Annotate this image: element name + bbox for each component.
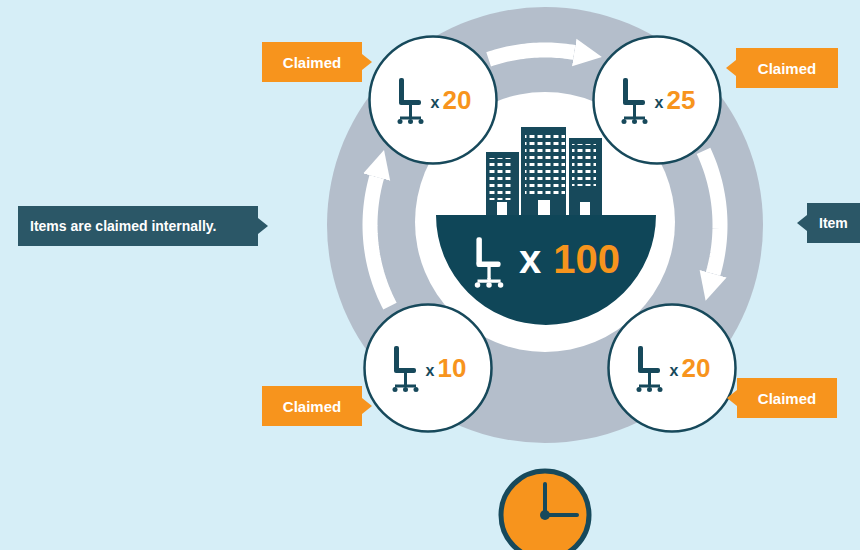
cycle-arrow [704,151,720,274]
note-callout: Item [807,203,860,243]
multiplier-sign: x [431,94,440,112]
multiplier-sign: x [670,362,679,380]
chair-icon [634,344,666,392]
claim-circle: x10 [363,303,493,433]
tag-text: Claimed [283,398,341,415]
item-count: 25 [666,85,695,116]
clock-icon [501,471,589,550]
multiplier-sign: x [519,235,541,283]
item-count: 20 [442,85,471,116]
item-count: 10 [437,353,466,384]
claim-circle: x20 [368,35,498,165]
cycle-arrow [489,50,575,59]
chair-icon [395,76,427,124]
claim-circle: x25 [592,35,722,165]
claimed-tag: Claimed [262,386,362,426]
note-callout: Items are claimed internally. [18,206,258,246]
claimed-tag: Claimed [262,42,362,82]
claimed-tag: Claimed [737,378,837,418]
chair-icon [619,76,651,124]
multiplier-sign: x [426,362,435,380]
item-count: 20 [681,353,710,384]
stock-half-disc: x100 [436,215,656,325]
chair-icon [472,235,507,288]
claim-circle: x20 [607,303,737,433]
note-text: Item [819,215,848,231]
item-count: 100 [553,235,620,283]
note-text: Items are claimed internally. [30,218,217,234]
tag-text: Claimed [758,390,816,407]
stock-half-disc-shape [436,215,656,325]
office-buildings [486,127,602,216]
cycle-ring [327,7,763,443]
cycle-arrow [370,177,390,306]
claimed-tag: Claimed [736,48,838,88]
chair-icon [390,344,422,392]
multiplier-sign: x [655,94,664,112]
tag-text: Claimed [758,60,816,77]
tag-text: Claimed [283,54,341,71]
